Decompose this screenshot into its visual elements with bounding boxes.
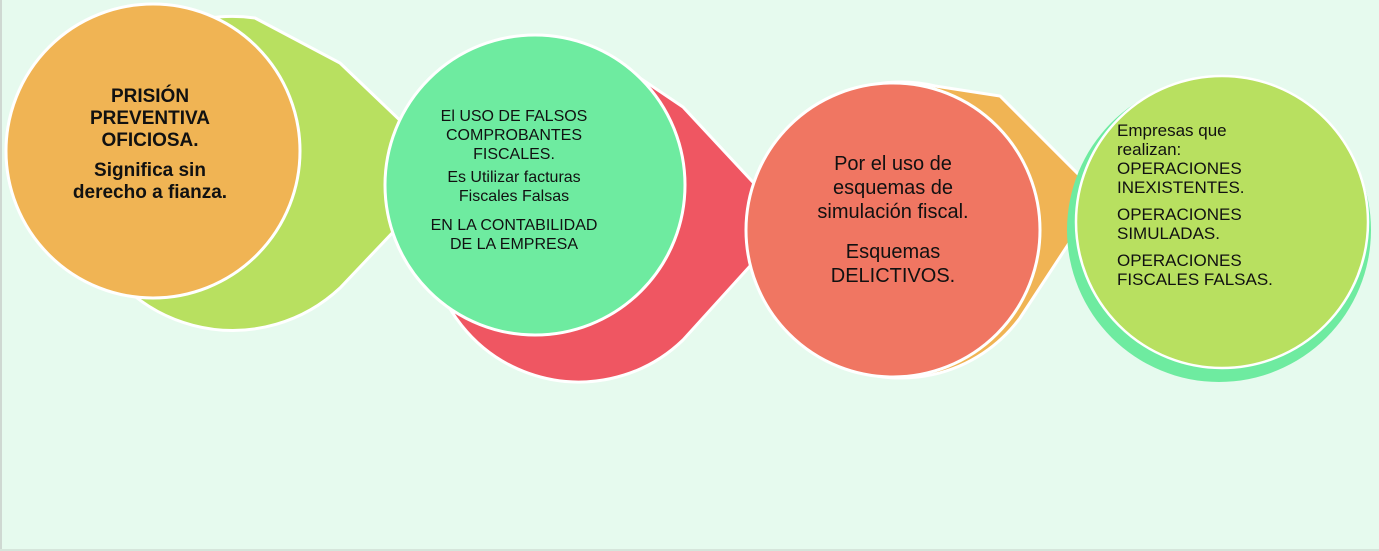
node-text-line: Es Utilizar facturas	[447, 169, 581, 186]
node-text-line: Fiscales Falsas	[458, 188, 570, 205]
node-text-line: PRISIÓN	[110, 86, 190, 107]
node-text-line: EN LA CONTABILIDAD	[430, 217, 598, 234]
node-prision-text: PRISIÓN PREVENTIVA OFICIOSA. Significa s…	[50, 86, 250, 204]
node-text-line: Esquemas	[845, 241, 941, 263]
node-text-line: esquemas de	[832, 177, 954, 199]
node-prision-shape	[4, 2, 455, 332]
node-text-line: SIMULADAS.	[1117, 224, 1220, 243]
node-text-line: Significa sin	[94, 160, 206, 181]
circle-orange	[4, 2, 302, 300]
node-text-line: PREVENTIVA	[89, 108, 210, 129]
circle-mint	[383, 33, 687, 337]
node-text-line: INEXISTENTES.	[1117, 178, 1245, 197]
node-text-line: OPERACIONES	[1117, 159, 1242, 178]
circle-salmon	[744, 81, 1042, 379]
left-border	[0, 0, 2, 551]
node-empresas-shape	[1067, 74, 1371, 382]
circle-lime	[1074, 74, 1370, 370]
node-text-line: El USO DE FALSOS	[440, 108, 588, 125]
node-text-line: Empresas que	[1117, 121, 1227, 140]
node-text-line: simulación fiscal.	[817, 201, 969, 223]
node-text-line: OPERACIONES	[1117, 251, 1242, 270]
node-uso-falsos-shape	[383, 33, 793, 384]
node-uso-falsos-text: El USO DE FALSOS COMPROBANTES FISCALES. …	[388, 107, 640, 254]
node-text-line: DELICTIVOS.	[830, 265, 956, 287]
node-text-line: FISCALES FALSAS.	[1117, 270, 1273, 289]
node-text-line: DE LA EMPRESA	[449, 236, 579, 253]
node-text-line: FISCALES.	[473, 146, 555, 163]
node-esquemas-shape	[744, 80, 1102, 380]
bottom-border	[0, 549, 1379, 551]
node-text-line: Por el uso de	[834, 153, 952, 175]
node-text-line: realizan:	[1117, 140, 1182, 159]
node-text-line: COMPROBANTES	[445, 127, 582, 144]
node-empresas-text: Empresas que realizan: OPERACIONES INEXI…	[1117, 121, 1347, 289]
node-text-line: OFICIOSA.	[101, 130, 199, 151]
node-text-line: OPERACIONES	[1117, 205, 1242, 224]
node-esquemas-text: Por el uso de esquemas de simulación fis…	[770, 152, 1016, 288]
node-text-line: derecho a fianza.	[72, 182, 228, 203]
